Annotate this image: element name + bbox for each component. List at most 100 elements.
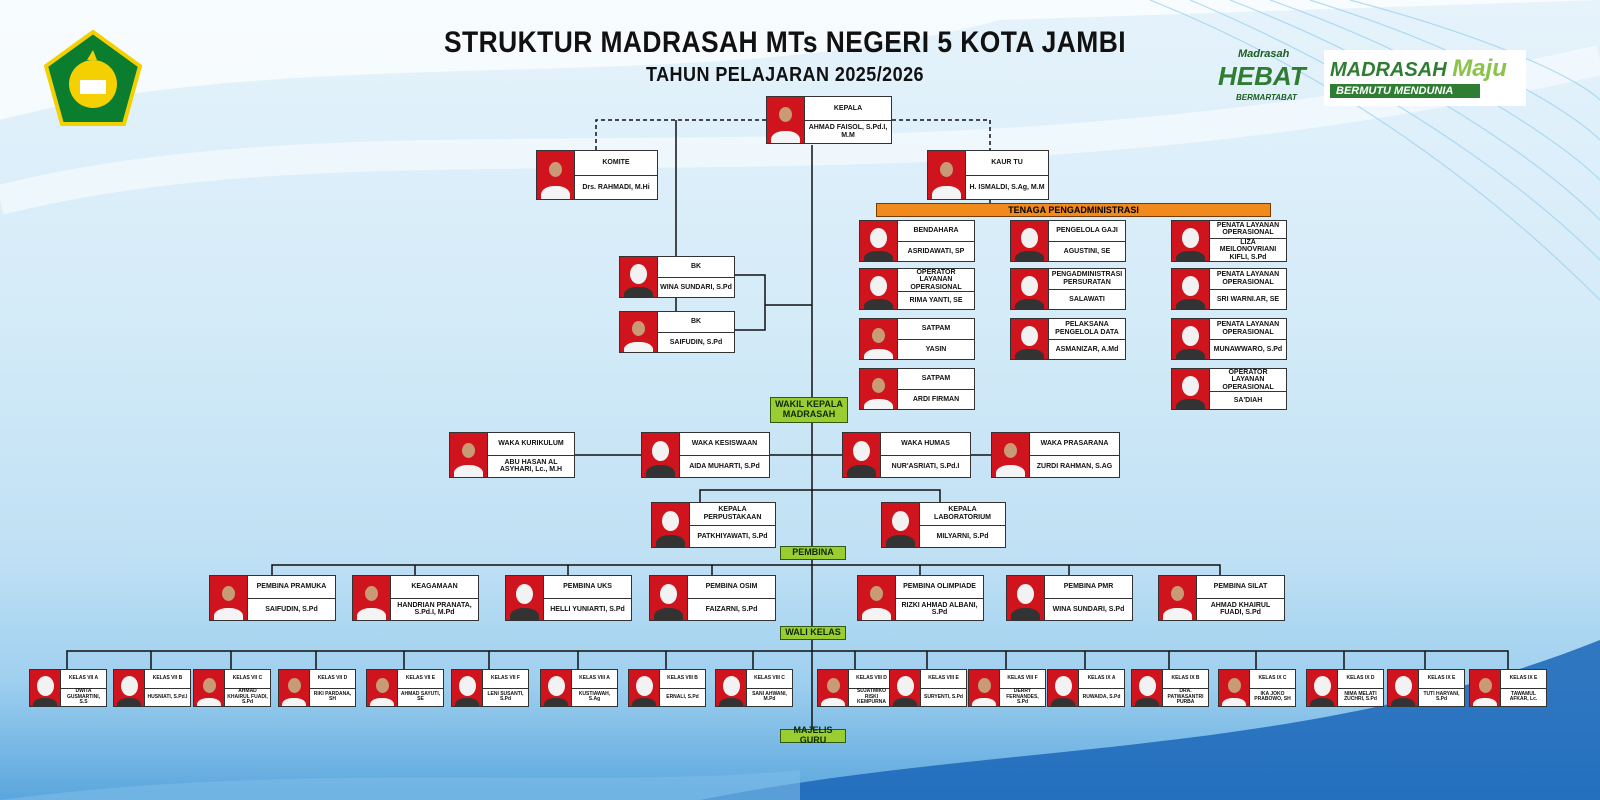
person-photo — [537, 151, 574, 199]
person-name: RIZKI AHMAD ALBANI, S.Pd — [895, 597, 983, 620]
person-photo — [541, 670, 571, 706]
role-title: PEMBINA UKS — [543, 576, 631, 598]
person-photo — [450, 433, 487, 477]
person-photo — [818, 670, 848, 706]
page-title: STRUKTUR MADRASAH MTs NEGERI 5 KOTA JAMB… — [444, 26, 1126, 59]
person-photo — [367, 670, 397, 706]
role-title: SATPAM — [897, 369, 974, 389]
role-title: KELAS VII B — [144, 670, 190, 688]
person-name: DERRY FERNANDES, S.Pd — [999, 687, 1045, 706]
person-photo — [992, 433, 1029, 477]
role-title: OPERATOR LAYANAN OPERASIONAL — [1209, 369, 1286, 392]
person-name: Drs. RAHMADI, M.Hi — [574, 174, 657, 199]
person-name: DWITA GUSMARTINI, S.S — [60, 687, 106, 706]
madrasah-hebat-logo: Madrasah HEBAT BERMARTABAT — [1218, 48, 1306, 102]
person-name: RIKI PARDANA, SH — [309, 687, 355, 706]
person-name: KUSTIAWAH, S.Ag — [571, 687, 617, 706]
role-title: KELAS VIII F — [999, 670, 1045, 688]
role-title: PEMBINA OSIM — [687, 576, 775, 598]
person-name: NUR'ASRIATI, S.Pd.I — [880, 454, 970, 477]
role-title: WAKA KURIKULUM — [487, 433, 574, 455]
role-title: KAUR TU — [965, 151, 1048, 175]
kemenag-logo — [42, 29, 144, 128]
person-name: IKA JOKO PRABOWO, SH — [1249, 687, 1295, 706]
person-photo — [1172, 319, 1209, 359]
role-title: PENGELOLA GAJI — [1048, 221, 1125, 241]
role-title: KELAS VII C — [224, 670, 270, 688]
role-title: OPERATOR LAYANAN OPERASIONAL — [897, 269, 974, 292]
madrasah-maju-logo: MADRASAH Maju BERMUTU MENDUNIA — [1324, 50, 1526, 106]
role-title: KELAS VIII A — [571, 670, 617, 688]
role-title: PEMBINA PRAMUKA — [247, 576, 335, 598]
role-title: KELAS IX E — [1500, 670, 1546, 688]
person-name: SA'DIAH — [1209, 391, 1286, 409]
person-photo — [652, 503, 689, 547]
person-photo — [210, 576, 247, 620]
person-photo — [860, 319, 897, 359]
role-title: KELAS IX C — [1249, 670, 1295, 688]
person-name: SAIFUDIN, S.Pd — [657, 331, 734, 352]
person-photo — [506, 576, 543, 620]
person-photo — [279, 670, 309, 706]
person-photo — [353, 576, 390, 620]
page-subtitle: TAHUN PELAJARAN 2025/2026 — [645, 64, 925, 86]
person-name: MUNAWWARO, S.Pd — [1209, 338, 1286, 359]
person-name: FAIZARNI, S.Pd — [687, 597, 775, 620]
person-name: DRA. PATWASANTRI PURBA — [1162, 687, 1208, 706]
person-photo — [30, 670, 60, 706]
person-photo — [1307, 670, 1337, 706]
person-photo — [1388, 670, 1418, 706]
person-name: SURYENTI, S.Pd — [920, 687, 966, 706]
wali-kelas-label: WALI KELAS — [780, 626, 846, 640]
role-title: KEAGAMAAN — [390, 576, 478, 598]
person-name: RUWAIDA, S.Pd — [1078, 687, 1124, 706]
person-name: SUJATMIKO RISKI KEMPURNA — [848, 687, 894, 706]
role-title: WAKA PRASARANA — [1029, 433, 1119, 455]
person-photo — [1172, 269, 1209, 309]
person-photo — [843, 433, 880, 477]
person-name: YASIN — [897, 338, 974, 359]
role-title: PEMBINA SILAT — [1196, 576, 1284, 598]
role-title: KELAS IX B — [1162, 670, 1208, 688]
person-name: AHMAD SAYUTI, SE — [397, 687, 443, 706]
person-name: AHMAD KHAIRUL FUADI, S.Pd — [1196, 597, 1284, 620]
role-title: KELAS VIII D — [848, 670, 894, 688]
person-photo — [1219, 670, 1249, 706]
person-photo — [650, 576, 687, 620]
person-photo — [767, 97, 804, 143]
role-title: SATPAM — [897, 319, 974, 339]
person-photo — [858, 576, 895, 620]
person-name: TUTI HARYANI, S.Pd — [1418, 687, 1464, 706]
tenaga-pengadministrasi-label: TENAGA PENGADMINISTRASI — [876, 203, 1271, 217]
